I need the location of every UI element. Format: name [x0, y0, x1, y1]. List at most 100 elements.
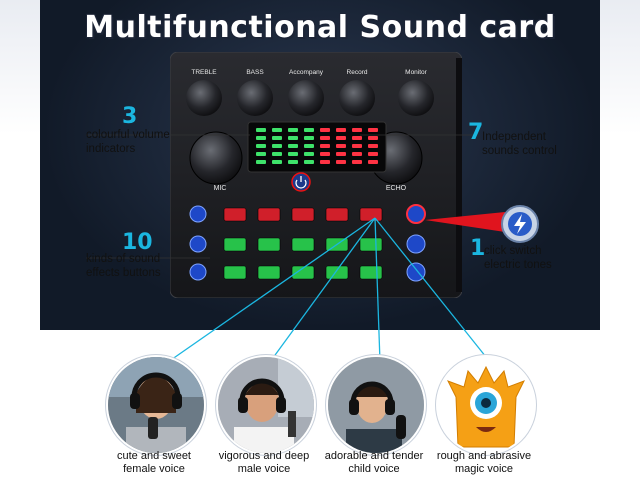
- led-segment: [368, 160, 378, 164]
- led-display: [247, 121, 387, 173]
- led-segment: [352, 152, 362, 156]
- effect-button[interactable]: [257, 207, 281, 222]
- female-voice-photo: [106, 355, 206, 455]
- male-voice-caption: vigorous and deep male voice: [199, 450, 329, 476]
- led-segment: [272, 160, 282, 164]
- led-segment: [352, 128, 362, 132]
- side-button-right[interactable]: [406, 234, 426, 254]
- knob-label-accompany: Accompany: [289, 69, 324, 76]
- led-segment: [304, 152, 314, 156]
- led-segment: [336, 152, 346, 156]
- knob-record[interactable]: [339, 80, 375, 116]
- line-magic: [374, 217, 491, 363]
- female-voice-caption: cute and sweet female voice: [89, 450, 219, 476]
- led-segment: [304, 144, 314, 148]
- callout-volume-text: colourful volume indicators: [86, 128, 170, 156]
- knob-monitor[interactable]: [398, 80, 434, 116]
- knob-label-monitor: Monitor: [405, 69, 428, 76]
- knob-bass[interactable]: [237, 80, 273, 116]
- effect-button[interactable]: [223, 237, 247, 252]
- led-segment: [256, 136, 266, 140]
- callout-effects-text: kinds of sound effects buttons: [86, 252, 161, 280]
- led-segment: [320, 152, 330, 156]
- callout-effects-number: 10: [122, 230, 153, 255]
- effect-button[interactable]: [325, 207, 349, 222]
- callout-effects-line1: kinds of sound: [86, 253, 161, 265]
- callout-sounds-number: 7: [468, 120, 484, 145]
- mic-label: MIC: [214, 185, 227, 192]
- led-segment: [320, 136, 330, 140]
- child-voice-caption: adorable and tender child voice: [309, 450, 439, 476]
- male-voice-photo: [216, 355, 316, 455]
- led-segment: [368, 136, 378, 140]
- effect-button[interactable]: [291, 237, 315, 252]
- echo-label: ECHO: [386, 185, 407, 192]
- led-segment: [256, 128, 266, 132]
- led-segment: [352, 160, 362, 164]
- led-segment: [304, 136, 314, 140]
- tone-switch-icon[interactable]: [500, 204, 540, 244]
- side-button-right[interactable]: [406, 262, 426, 282]
- led-segment: [256, 152, 266, 156]
- male-caption-line1: vigorous and deep: [218, 450, 310, 462]
- led-segment: [352, 144, 362, 148]
- led-segment: [256, 160, 266, 164]
- callout-tones-text: click switch electric tones: [484, 244, 552, 272]
- led-segment: [288, 152, 298, 156]
- magic-caption-line2: magic voice: [454, 463, 514, 475]
- led-segment: [304, 128, 314, 132]
- led-segment: [288, 136, 298, 140]
- effect-button[interactable]: [291, 207, 315, 222]
- side-button-left[interactable]: [189, 235, 207, 253]
- callout-volume-line2: indicators: [86, 143, 136, 155]
- led-segment: [336, 160, 346, 164]
- knob-mic[interactable]: [189, 131, 243, 185]
- callout-volume-line1: colourful volume: [86, 129, 170, 141]
- effect-button[interactable]: [291, 265, 315, 280]
- led-segment: [288, 128, 298, 132]
- knob-accompany[interactable]: [288, 80, 324, 116]
- effect-button[interactable]: [223, 207, 247, 222]
- led-segment: [320, 144, 330, 148]
- led-segment: [336, 128, 346, 132]
- effect-button[interactable]: [325, 265, 349, 280]
- magic-caption-line1: rough and abrasive: [436, 450, 532, 462]
- female-caption-line2: female voice: [123, 463, 185, 475]
- child-caption-line2: child voice: [348, 463, 400, 475]
- effect-button[interactable]: [257, 237, 281, 252]
- child-voice-photo: [326, 355, 426, 455]
- female-caption-line1: cute and sweet: [117, 450, 191, 462]
- side-button-left[interactable]: [189, 263, 207, 281]
- callout-sounds-text: Independent sounds control: [482, 130, 557, 158]
- callout-tones-line2: electric tones: [484, 259, 552, 271]
- callout-sounds-line2: sounds control: [482, 145, 557, 157]
- led-segment: [368, 144, 378, 148]
- led-segment: [272, 128, 282, 132]
- power-button[interactable]: [291, 172, 311, 192]
- led-segment: [368, 128, 378, 132]
- callout-volume-number: 3: [122, 104, 138, 129]
- led-segment: [288, 144, 298, 148]
- line-female: [167, 217, 376, 363]
- callout-sounds-line1: Independent: [482, 131, 546, 143]
- callout-tones-number: 1: [470, 236, 486, 261]
- led-segment: [320, 160, 330, 164]
- led-segment: [304, 160, 314, 164]
- knob-label-record: Record: [347, 69, 368, 76]
- effect-button[interactable]: [257, 265, 281, 280]
- tone-beam: [425, 212, 505, 232]
- volume-indicator-leds: [256, 128, 378, 164]
- male-caption-line2: male voice: [237, 463, 291, 475]
- line-child: [374, 217, 381, 363]
- side-button-left[interactable]: [189, 205, 207, 223]
- led-segment: [256, 144, 266, 148]
- led-segment: [272, 144, 282, 148]
- led-segment: [336, 144, 346, 148]
- led-segment: [336, 136, 346, 140]
- magic-voice-caption: rough and abrasive magic voice: [419, 450, 549, 476]
- knob-treble[interactable]: [186, 80, 222, 116]
- effect-button[interactable]: [223, 265, 247, 280]
- led-segment: [272, 152, 282, 156]
- side-button-right[interactable]: [406, 204, 426, 224]
